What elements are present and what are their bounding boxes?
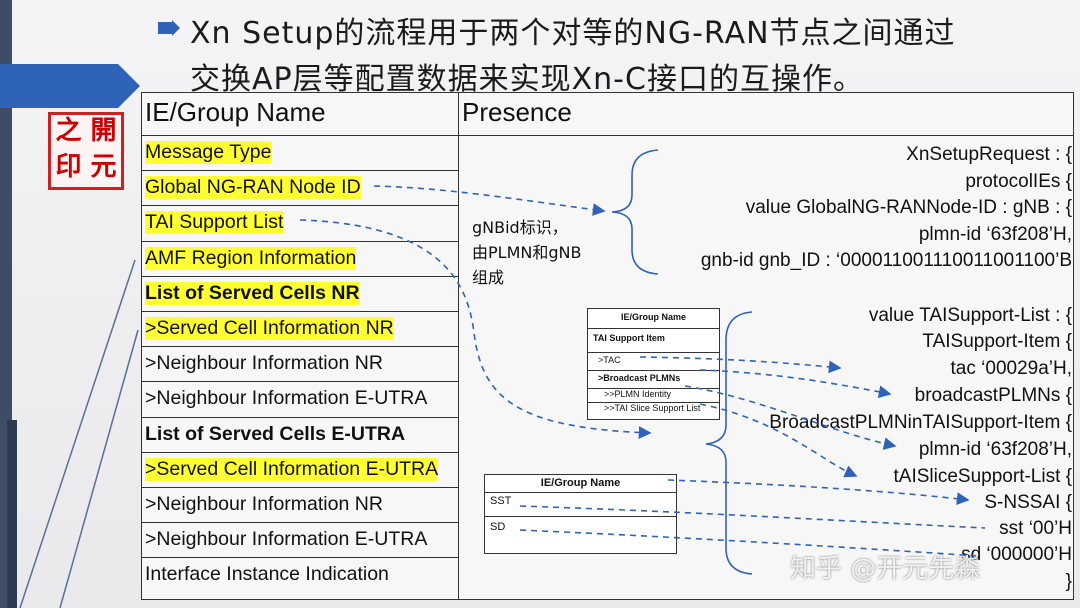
table-row: >Neighbour Information E-UTRA — [142, 523, 458, 559]
table-row: >Served Cell Information NR — [142, 312, 458, 348]
mini-table-row: SST — [485, 493, 676, 517]
table-row: >Neighbour Information E-UTRA — [142, 382, 458, 418]
logo-char: 元 — [90, 152, 117, 182]
code-line: XnSetupRequest : { — [906, 144, 1072, 165]
bullet-arrow-icon — [158, 20, 180, 36]
blue-banner-arrow — [0, 64, 140, 108]
gnbid-annotation: gNBid标识， 由PLMN和gNB 组成 — [472, 215, 581, 290]
code-line: sd ‘000000’H — [961, 544, 1072, 565]
ie-label: Interface Instance Indication — [145, 563, 389, 586]
mini-table-header: IE/Group Name — [588, 309, 719, 329]
table-row: Global NG-RAN Node ID — [142, 171, 458, 207]
ie-label: >Served Cell Information NR — [145, 316, 394, 340]
annotation-line: 组成 — [472, 268, 505, 287]
logo-char: 印 — [55, 152, 82, 182]
ie-rows: Message Type Global NG-RAN Node ID TAI S… — [142, 136, 458, 593]
code-line: S-NSSAI { — [984, 492, 1072, 513]
ie-label: TAI Support List — [145, 211, 284, 235]
code-line: sst ‘00’H — [999, 518, 1072, 539]
table-row: Message Type — [142, 136, 458, 172]
slide-title-line-1: Xn Setup的流程用于两个对等的NG-RAN节点之间通过 — [190, 16, 956, 51]
ie-label: List of Served Cells NR — [145, 281, 360, 305]
tai-support-mini-table: IE/Group Name TAI Support Item >TAC >Bro… — [587, 308, 720, 420]
theme-slash-lines — [7, 259, 139, 608]
mini-table-row: SD — [490, 521, 506, 533]
ie-label: List of Served Cells E-UTRA — [145, 422, 406, 445]
table-row: >Served Cell Information E-UTRA — [142, 453, 458, 488]
ie-label: >Neighbour Information NR — [145, 352, 383, 375]
ie-label: >Neighbour Information E-UTRA — [145, 528, 428, 551]
code-line: } — [1065, 571, 1072, 592]
code-line: protocolIEs { — [965, 171, 1072, 192]
table-row: >Neighbour Information NR — [142, 347, 458, 383]
code-line: tac ‘00029a’H, — [950, 358, 1072, 379]
mini-table-row: TAI Support Item — [588, 329, 719, 353]
logo-char: 之 — [55, 116, 82, 146]
logo-char: 開 — [90, 116, 117, 146]
code-line: value GlobalNG-RANNode-ID : gNB : { — [745, 197, 1072, 218]
code-line: value TAISupport-List : { — [868, 305, 1072, 326]
ie-label: AMF Region Information — [145, 246, 357, 270]
code-line: plmn-id ‘63f208’H, — [918, 224, 1072, 245]
header-rule — [142, 135, 1073, 136]
code-line: plmn-id ‘63f208’H, — [918, 439, 1072, 460]
table-row: List of Served Cells NR — [142, 277, 458, 312]
col2-header: Presence — [462, 97, 572, 127]
mini-table-row: >TAC — [588, 353, 719, 371]
ie-label: >Neighbour Information E-UTRA — [145, 387, 428, 410]
code-line: TAISupport-Item { — [922, 331, 1072, 352]
snssai-mini-table: IE/Group Name SST SD — [484, 474, 677, 554]
ie-label: Message Type — [145, 141, 272, 164]
table-row: AMF Region Information — [142, 242, 458, 277]
mini-table-row: >>PLMN Identity — [588, 389, 719, 403]
logo-seal: 之 開 印 元 — [48, 112, 124, 190]
annotation-line: 由PLMN和gNB — [472, 243, 582, 262]
table-row: >Neighbour Information NR — [142, 488, 458, 524]
code-line: broadcastPLMNs { — [914, 385, 1072, 406]
ie-label: >Neighbour Information NR — [145, 492, 383, 515]
mini-table-row: >Broadcast PLMNs — [588, 371, 719, 389]
column-divider — [458, 93, 459, 599]
mini-table-header: IE/Group Name — [485, 475, 676, 493]
table-row: Interface Instance Indication — [142, 558, 458, 593]
table-row: List of Served Cells E-UTRA — [142, 418, 458, 453]
slide-title-line-2: 交换AP层等配置数据来实现Xn-C接口的互操作。 — [190, 62, 864, 97]
ie-label: Global NG-RAN Node ID — [145, 176, 361, 200]
annotation-line: gNBid标识， — [472, 218, 568, 237]
table-row: TAI Support List — [142, 206, 458, 242]
code-line: gnb-id gnb_ID : ‘000011001110011001100’B — [700, 250, 1072, 271]
watermark: 知乎 @开元先森 — [790, 554, 981, 584]
ie-label: >Served Cell Information E-UTRA — [145, 457, 439, 481]
col1-header: IE/Group Name — [145, 97, 326, 127]
mini-table-row: >>TAI Slice Support List — [604, 403, 701, 413]
